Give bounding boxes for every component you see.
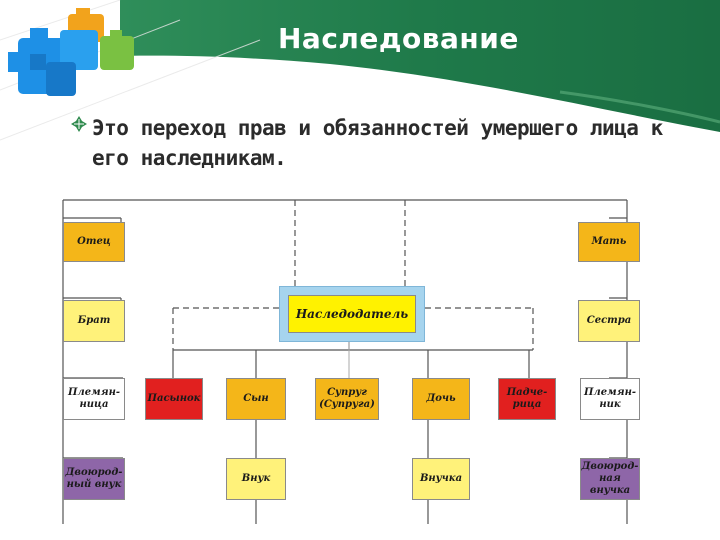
grandnephew-box: Двоюрод-ный внук [63, 458, 125, 500]
testator-box: Наследодатель [288, 295, 416, 333]
spouse-box: Супруг (Супруга) [315, 378, 379, 420]
grandniece-box: Двоюрод-ная внучка [580, 458, 640, 500]
son-box: Сын [226, 378, 286, 420]
slide-header: Наследование [0, 0, 720, 150]
granddaughter-box: Внучка [412, 458, 470, 500]
diamond-bullet-icon [71, 116, 87, 132]
diagram-connectors [62, 199, 628, 524]
niece-box: Племян-ница [63, 378, 125, 420]
stepdaughter-box: Падче-рица [498, 378, 556, 420]
father-box: Отец [63, 222, 125, 262]
testator-frame: Наследодатель [279, 286, 425, 342]
mother-box: Мать [578, 222, 640, 262]
grandson-box: Внук [226, 458, 286, 500]
inheritance-diagram: Отец Мать Брат Сестра Наследодатель Плем… [43, 190, 647, 524]
bullet-text: Это переход прав и обязанностей умершего… [92, 116, 663, 170]
adopted-son-box: Пасынок [145, 378, 203, 420]
nephew-box: Племян-ник [580, 378, 640, 420]
sister-box: Сестра [578, 300, 640, 342]
slide-title: Наследование [278, 22, 519, 55]
daughter-box: Дочь [412, 378, 470, 420]
header-background [0, 0, 720, 150]
brother-box: Брат [63, 300, 125, 342]
puzzle-cubes-logo [8, 8, 134, 96]
